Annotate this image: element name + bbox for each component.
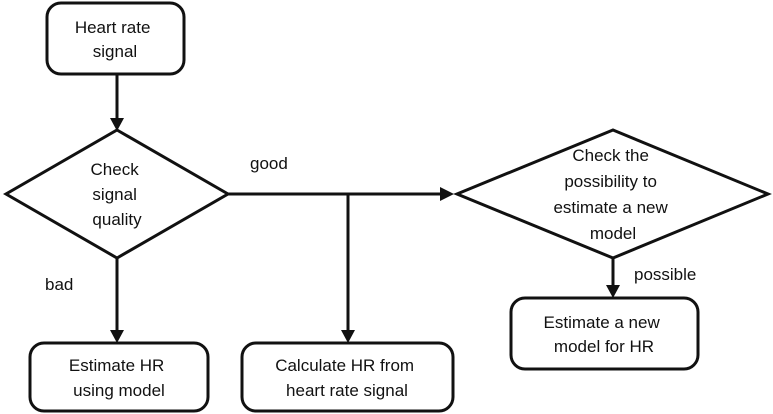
possibility-line-1: Check the [572, 146, 649, 165]
quality-line-1: Check [91, 160, 140, 179]
edge-label-possible: possible [634, 265, 696, 284]
estimate-model-line-2: model for HR [554, 337, 654, 356]
calculate-hr-line-1: Calculate HR from [275, 356, 414, 375]
estimate-model-line-1: Estimate a new [544, 313, 661, 332]
arrowhead-calculate-hr [341, 330, 355, 343]
estimate-hr-box [30, 343, 208, 411]
edge-label-good: good [250, 154, 288, 173]
svg-text:Check signal quali: Check signal quality [91, 160, 144, 229]
arrowhead-estimate-hr [110, 330, 124, 343]
node-estimate-model: Estimate a new model for HR [511, 298, 698, 369]
start-line-1: Heart rate [75, 18, 151, 37]
node-calculate-hr: Calculate HR from heart rate signal [242, 343, 453, 411]
edge-label-bad: bad [45, 275, 73, 294]
node-estimate-hr: Estimate HR using model [30, 343, 208, 411]
arrowhead-estimate-model [606, 285, 620, 298]
calculate-hr-box [242, 343, 453, 411]
estimate-hr-line-1: Estimate HR [69, 356, 164, 375]
calculate-hr-line-2: heart rate signal [286, 381, 408, 400]
arrowhead-possibility [440, 187, 454, 201]
node-heart-rate-signal: Heart rate signal [47, 3, 184, 74]
quality-line-3: quality [92, 210, 142, 229]
start-line-2: signal [93, 42, 137, 61]
possibility-line-4: model [590, 224, 636, 243]
node-check-signal-quality: Check signal quality [6, 130, 228, 258]
quality-line-2: signal [92, 185, 136, 204]
start-box [47, 3, 184, 74]
estimate-model-box [511, 298, 698, 369]
node-check-possibility: Check the possibility to estimate a new … [457, 130, 768, 258]
possibility-line-3: estimate a new [553, 198, 668, 217]
possibility-line-2: possibility to [564, 172, 657, 191]
estimate-hr-line-2: using model [73, 381, 165, 400]
